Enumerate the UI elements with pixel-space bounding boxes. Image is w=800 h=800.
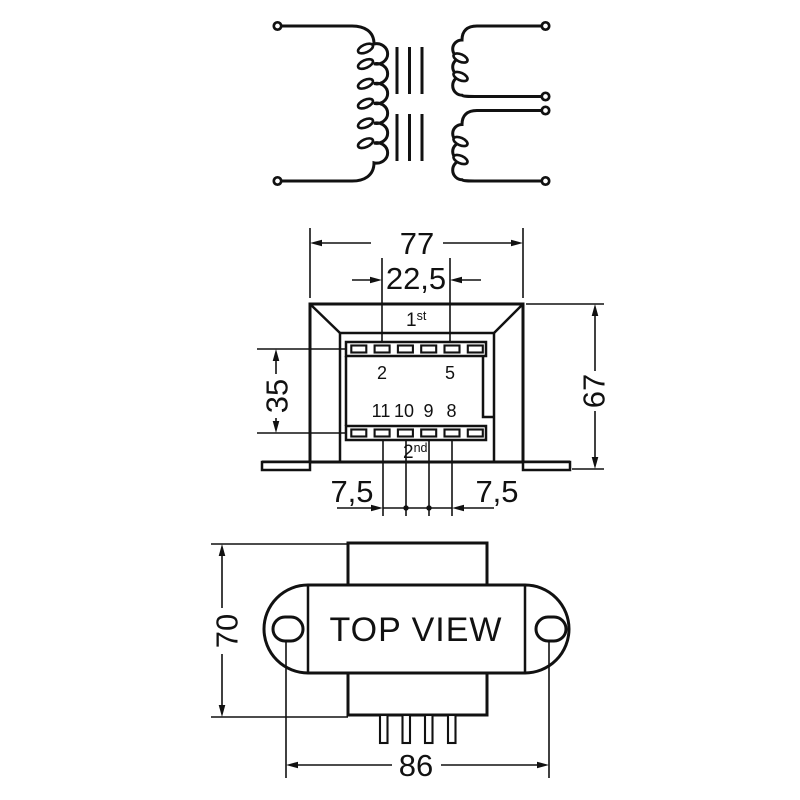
mounting-flange-left <box>260 460 312 472</box>
pin-pad <box>396 344 414 354</box>
dim-pin-pitch-right: 7,5 <box>475 474 518 509</box>
front-view: 1st 2nd 2 5 11 10 9 8 77 22,5 35 67 7,5 … <box>257 226 612 516</box>
pin-label-10: 10 <box>394 401 414 421</box>
pin-pad <box>420 344 438 354</box>
transformer-schematic <box>272 20 551 187</box>
pin-pad <box>420 428 438 438</box>
dim-row-spacing: 35 <box>260 379 295 413</box>
bobbin-pin-row-bottom <box>344 424 488 442</box>
primary-winding-loops <box>356 42 375 150</box>
pin-pad <box>373 344 391 354</box>
pin-label-9: 9 <box>423 401 433 421</box>
pin-pad <box>443 344 461 354</box>
mounting-flange-right <box>521 460 572 472</box>
pin <box>378 713 389 745</box>
primary-winding-label: 1st <box>406 309 427 331</box>
dim-slot-spacing: 86 <box>399 748 433 783</box>
dim-overall-width: 77 <box>400 226 434 261</box>
pin <box>446 713 457 745</box>
dim-depth: 70 <box>210 614 245 648</box>
dim-overall-height: 67 <box>577 374 612 408</box>
pin-label-5: 5 <box>445 363 455 383</box>
primary-winding <box>281 24 390 183</box>
pin-pad <box>373 428 391 438</box>
secondary-winding-label: 2nd <box>403 441 428 463</box>
pin <box>401 713 412 745</box>
pin-label-2: 2 <box>377 363 387 383</box>
slot-spacing-dimension: 86 <box>285 640 550 783</box>
pin-pad <box>350 428 368 438</box>
depth-dimension: 70 <box>210 543 348 718</box>
secondary-winding-loops <box>452 52 469 166</box>
bobbin-pin-row-top <box>344 340 488 358</box>
top-view-pins <box>378 713 457 745</box>
case-front-outline <box>262 302 570 464</box>
secondary-winding-bottom <box>451 109 541 183</box>
pin-pad <box>466 344 484 354</box>
pin <box>423 713 434 745</box>
pin-pad <box>350 344 368 354</box>
dim-pin-pitch-left: 7,5 <box>330 474 373 509</box>
pin-pad <box>396 428 414 438</box>
mounting-slot-right <box>534 615 568 643</box>
pin-pad <box>466 428 484 438</box>
pin-label-11: 11 <box>372 401 391 421</box>
bobbin-body <box>344 356 494 426</box>
pin-pad <box>443 428 461 438</box>
mounting-slot-left <box>271 615 305 643</box>
pin-label-8: 8 <box>446 401 456 421</box>
secondary-winding-top <box>451 24 541 98</box>
dim-pin-group-span: 22,5 <box>386 261 446 296</box>
top-view: 70 86 TOP VIEW <box>210 541 571 783</box>
core-laminations <box>395 47 424 161</box>
top-view-label: TOP VIEW <box>329 611 502 649</box>
terminal-circles <box>272 20 551 187</box>
